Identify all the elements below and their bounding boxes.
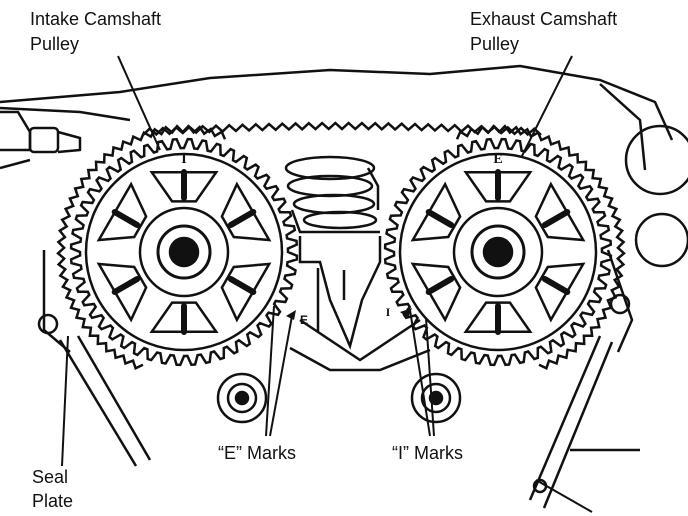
belt-right-wrap: [455, 124, 626, 371]
belt-left-wrap: [56, 124, 227, 371]
lower-bolts: [216, 372, 462, 424]
exhaust-pulley-window-3: [410, 262, 462, 323]
intake-pulley-spoke-slot-5: [111, 276, 141, 295]
belt-left-run-outer: [58, 339, 138, 467]
seal-plate: [37, 249, 634, 353]
seal-plate-label-line1: Seal: [32, 467, 69, 487]
intake-camshaft-label-line2: Pulley: [30, 34, 80, 54]
intake-pulley-window-4: [96, 181, 148, 242]
seal-plate-label-line2: Plate: [32, 491, 74, 511]
exhaust-pulley-spoke-slot-3: [541, 276, 571, 295]
exhaust-pulley-hub-ring: [452, 206, 544, 298]
exhaust-pulley-window-1: [534, 262, 586, 323]
exhaust-pulley-spoke-slot-6: [425, 209, 455, 228]
exhaust-pulley-rim: [398, 152, 598, 352]
exhaust-camshaft-pulley: [383, 137, 613, 367]
intake-pulley-rim: [84, 152, 284, 352]
exhaust-pulley-window-6: [534, 181, 586, 242]
intake-pulley-spoke-slot-3: [227, 276, 257, 295]
center-body: [289, 236, 431, 372]
mark-pointers: [286, 308, 412, 320]
exhaust-pulley-spoke-slot-5: [425, 276, 455, 295]
intake-pulley-hub: [156, 224, 212, 280]
valve-spring-stack: [284, 155, 380, 234]
intake-pulley-window-2: [149, 301, 219, 333]
intake-pulley-window-6: [220, 181, 272, 242]
timing-belt: [56, 121, 626, 467]
lower-right-belt-run: [528, 335, 640, 509]
e-marks-label: “E” Marks: [218, 443, 296, 463]
exhaust-side-mark: I: [386, 305, 391, 319]
intake-camshaft-pulley: [69, 137, 299, 367]
i-marks-label: “I” Marks: [392, 443, 463, 463]
intake-pulley-spoke-slot-6: [111, 209, 141, 228]
engine-housing: [0, 64, 688, 268]
exhaust-camshaft-label-line1: Exhaust Camshaft: [470, 9, 618, 29]
intake-pulley-window-1: [220, 262, 272, 323]
intake-pulley-window-5: [149, 171, 219, 203]
intake-top-mark: I: [181, 152, 186, 167]
exhaust-pulley-bolt: [482, 236, 514, 268]
belt-left-run-inner: [76, 335, 152, 461]
exhaust-camshaft-label-line2: Pulley: [470, 34, 520, 54]
exhaust-pulley-window-2: [463, 301, 533, 333]
exhaust-pulley-hub: [470, 224, 526, 280]
intake-side-mark: E: [300, 313, 308, 327]
exhaust-pulley-window-5: [463, 171, 533, 203]
exhaust-pulley-window-4: [410, 181, 462, 242]
intake-pulley-hub-ring: [138, 206, 230, 298]
intake-camshaft-label-line1: Intake Camshaft: [30, 9, 162, 29]
exhaust-top-mark: E: [493, 152, 502, 167]
leader-lines: [61, 55, 593, 513]
exhaust-pulley-teeth: [383, 137, 613, 367]
intake-pulley-spoke-slot-2: [227, 209, 257, 228]
belt-top-span: [142, 121, 542, 137]
exhaust-pulley-spoke-slot-2: [541, 209, 571, 228]
intake-pulley-teeth: [69, 137, 299, 367]
intake-pulley-window-3: [96, 262, 148, 323]
intake-pulley-bolt: [168, 236, 200, 268]
